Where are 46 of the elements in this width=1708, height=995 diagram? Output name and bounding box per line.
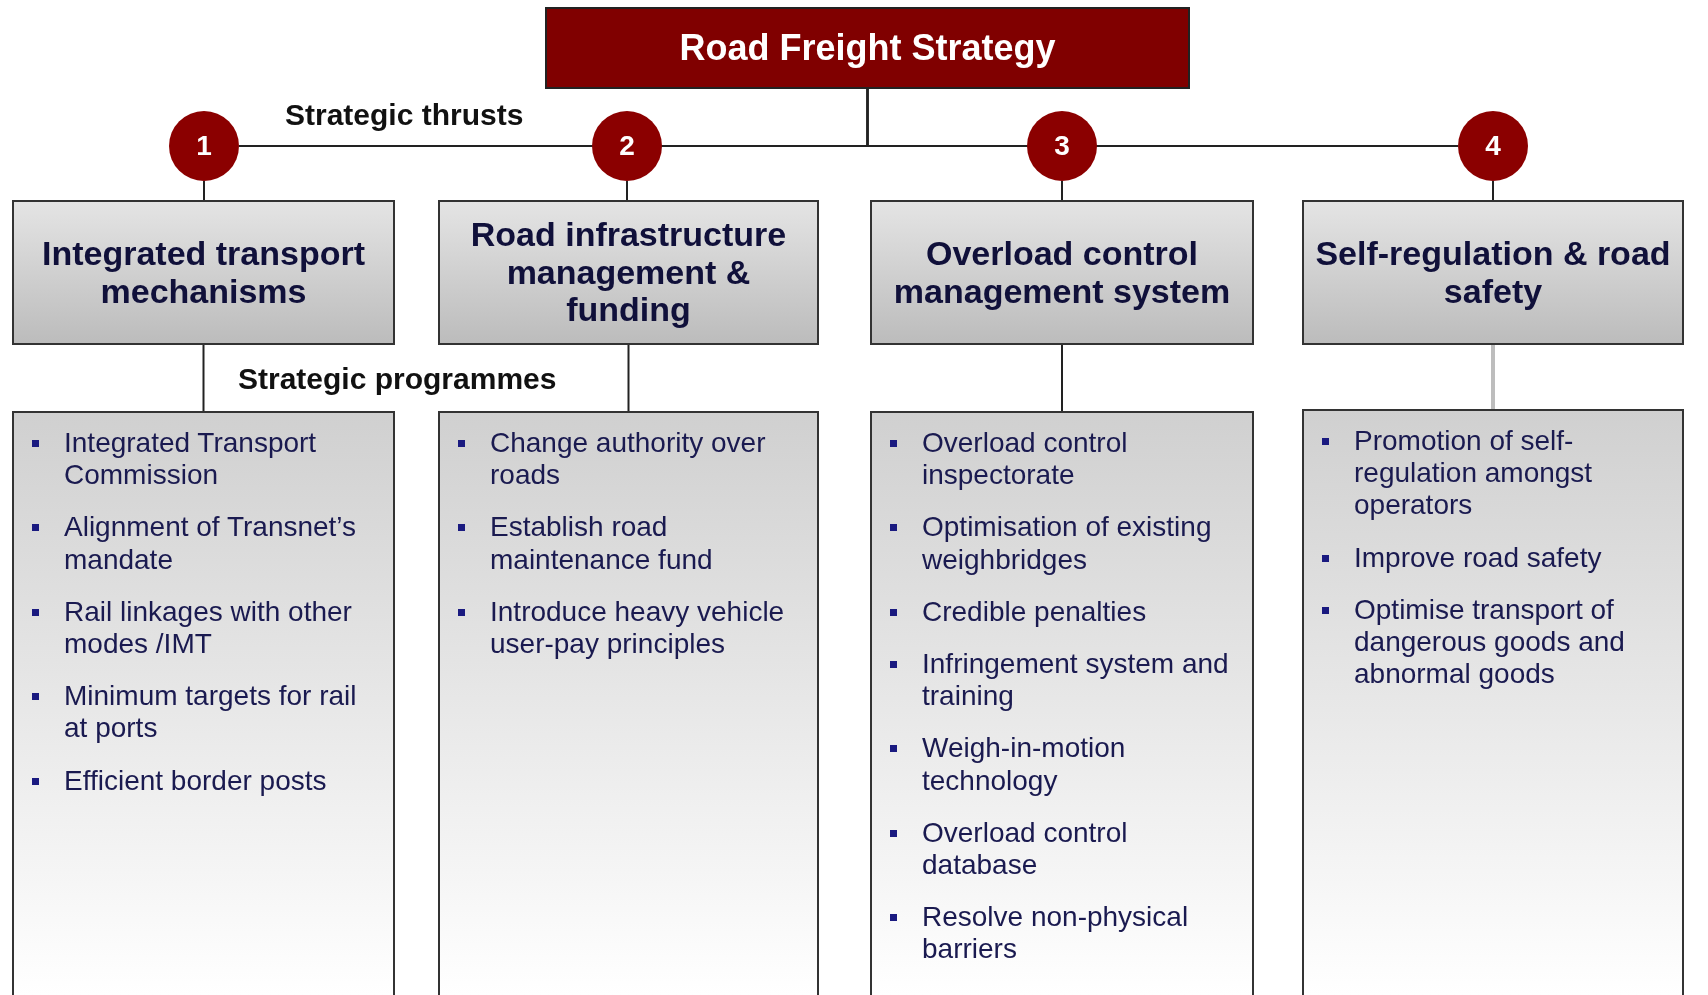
title-box: Road Freight Strategy [545,7,1190,89]
number-circle: 4 [1458,111,1528,181]
connector-line [1061,180,1063,201]
thrust-box [870,200,1254,345]
section-label: Strategic programmes [238,362,557,396]
bullet-text: Resolve non-physical barriers [922,901,1189,965]
bullet-text: Credible penalties [922,595,1147,627]
number-circle: 2 [592,111,662,181]
bullet-text: Infringement system and training [922,647,1229,712]
bullet-text: Rail linkages with other modes /IMT [64,595,352,659]
number-circle: 3 [1027,111,1097,181]
thrust-title: Road infrastructure management & funding [469,216,788,329]
bullet-text: Optimise transport of dangerous goods and abnormal goods [1354,593,1625,690]
programme-box [1302,409,1684,995]
connector-line [202,344,205,412]
bullet-text: Weigh-in-motion technology [922,732,1126,796]
thrust-title: Integrated transport mechanisms [40,235,366,310]
programme-box [870,411,1254,995]
bullet-text: Minimum targets for rail at ports [64,680,357,744]
bullet-text: Introduce heavy vehicle user-pay principles [490,595,785,659]
connector-line [627,344,630,412]
number-circle: 1 [169,111,239,181]
thrust-title: Overload control management system [892,235,1232,310]
thrust-box [12,200,395,345]
connector-line [1061,344,1063,412]
connector-line [1492,180,1494,201]
programme-box [12,411,395,995]
bullet-text: Alignment of Transnet’s mandate [64,511,357,575]
connector-line [626,180,628,201]
bullet-text: Establish road maintenance fund [490,511,713,575]
bullet-text: Change authority over roads [490,427,766,491]
thrust-box [438,200,819,345]
bullet-text: Improve road safety [1354,541,1602,573]
bullet-text: Optimisation of existing weighbridges [922,511,1212,575]
thrust-title: Self-regulation & road safety [1314,235,1672,310]
bullet-text: Promotion of self-regulation amongst operators [1354,425,1593,521]
connector-line [866,88,1459,147]
section-label: Strategic thrusts [285,98,524,132]
programme-box [438,411,819,995]
bullet-text: Overload control database [922,816,1128,880]
connector-line [203,180,205,201]
bullet-text: Integrated Transport Commission [64,427,317,491]
thrust-box [1302,200,1684,345]
bullet-text: Efficient border posts [64,764,327,796]
bullet-text: Overload control inspectorate [922,427,1128,491]
connector-line [1491,345,1495,409]
